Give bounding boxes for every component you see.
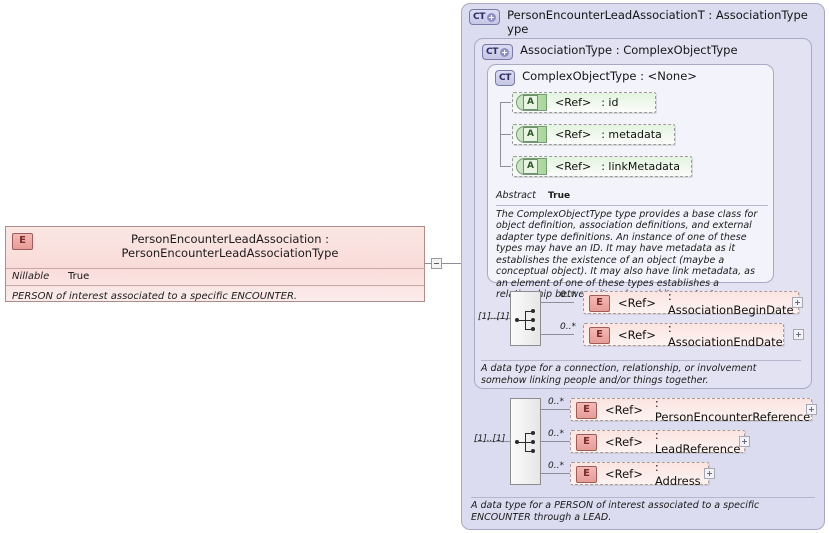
attribute-row-id[interactable]: A <Ref> : id [512,92,656,113]
element-ref: <Ref> [605,466,643,481]
element-row-address[interactable]: E <Ref> : Address [570,459,709,488]
connector-line [500,166,511,167]
attribute-icon: A [516,158,547,175]
attribute-row-metadata[interactable]: A <Ref> : metadata [512,124,675,145]
attribute-name: : id [601,96,619,109]
complextype-expand-icon[interactable]: CT [469,9,501,25]
property-value: True [548,191,571,201]
root-element-property-nillable: Nillable True [6,269,424,286]
connector-line [425,263,432,264]
sequence-node-outer[interactable] [510,398,541,485]
attribute-name: : metadata [601,128,662,141]
element-row-associationbegindate[interactable]: E <Ref> : AssociationBeginDate [583,288,799,317]
complextype-expand-icon[interactable]: CT [482,44,514,60]
element-ref: <Ref> [605,434,643,449]
container-outer-header: CT PersonEncounterLeadAssociationT : Ass… [462,4,824,36]
root-element-title: PersonEncounterLeadAssociation : PersonE… [121,232,339,260]
root-element-header: E PersonEncounterLeadAssociation : Perso… [6,227,424,269]
root-element-box[interactable]: E PersonEncounterLeadAssociation : Perso… [5,226,425,302]
minus-icon [434,263,439,264]
attribute-icon: A [516,94,547,111]
element-name: : PersonEncounterReference [654,395,811,424]
container-outer-documentation: A data type for a PERSON of interest ass… [471,497,815,523]
cardinality-label-inner-sequence: [1]..[1] [478,312,510,322]
expand-toggle-associationenddate[interactable] [793,329,804,340]
attribute-row-linkmetadata[interactable]: A <Ref> : linkMetadata [512,156,692,177]
element-icon: E [589,294,610,312]
plus-icon [487,12,497,22]
complextype-icon: CT [495,70,516,86]
container-inner-documentation: The ComplexObjectType type provides a ba… [496,208,758,301]
plus-icon [500,47,510,57]
element-ref: <Ref> [605,402,643,417]
element-icon: E [576,433,597,451]
container-middle-title: AssociationType : ComplexObjectType [520,43,738,57]
element-icon: E [576,465,597,483]
connector-line [541,473,570,474]
connector-line [541,334,574,335]
attribute-name: : linkMetadata [601,160,680,173]
element-name: : AssociationBeginDate [667,288,794,317]
divider [471,497,815,498]
container-inner-property-abstract: Abstract True [496,190,768,206]
connector-line [500,102,511,103]
connector-line [541,441,570,442]
element-icon: E [589,326,610,344]
attribute-ref: <Ref> [555,160,592,173]
container-inner-header: CT ComplexObjectType : <None> [488,65,773,86]
element-name: : Address [654,459,701,488]
occurrence-label: 0..* [548,397,564,407]
element-name: : AssociationEndDate [667,320,783,349]
sequence-icon [515,309,539,331]
element-icon: E [576,401,597,419]
property-key: Nillable [12,271,50,282]
cardinality-label-outer-sequence: [1]..[1] [474,434,506,444]
sequence-node-inner[interactable] [510,291,541,346]
occurrence-label: 0..* [548,429,564,439]
sequence-icon [515,431,539,453]
element-row-personencounterreference[interactable]: E <Ref> : PersonEncounterReference [570,395,812,424]
attribute-icon: A [516,126,547,143]
occurrence-label: 0..* [548,461,564,471]
element-icon: E [12,233,33,250]
property-value: True [68,271,90,282]
container-middle-header: CT AssociationType : ComplexObjectType [475,39,811,60]
element-ref: <Ref> [618,295,656,310]
connector-line [541,302,574,303]
element-name: : LeadReference [654,427,741,456]
element-row-leadreference[interactable]: E <Ref> : LeadReference [570,427,745,456]
attribute-ref: <Ref> [555,128,592,141]
divider [481,360,801,361]
attribute-ref: <Ref> [555,96,592,109]
container-inner-title: ComplexObjectType : <None> [522,69,697,83]
connector-line [541,409,570,410]
property-key: Abstract [496,190,536,201]
element-ref: <Ref> [618,327,656,342]
root-element-collapse-toggle[interactable] [431,258,442,269]
container-outer-title: PersonEncounterLeadAssociationT : Associ… [507,8,808,36]
occurrence-label: 0..* [560,290,576,300]
expand-toggle-leadreference[interactable] [739,436,750,447]
expand-toggle-personencounterreference[interactable] [806,404,817,415]
occurrence-label: 0..* [560,322,576,332]
connector-line [474,441,510,442]
container-middle-documentation: A data type for a connection, relationsh… [481,360,801,386]
root-element-documentation: PERSON of interest associated to a speci… [12,291,298,302]
expand-toggle-associationbegindate[interactable] [792,297,803,308]
connector-line [487,318,510,319]
connector-line [500,134,511,135]
element-row-associationenddate[interactable]: E <Ref> : AssociationEndDate [583,320,784,349]
container-inner-details: Abstract True The ComplexObjectType type… [496,190,768,301]
expand-toggle-address[interactable] [704,468,715,479]
